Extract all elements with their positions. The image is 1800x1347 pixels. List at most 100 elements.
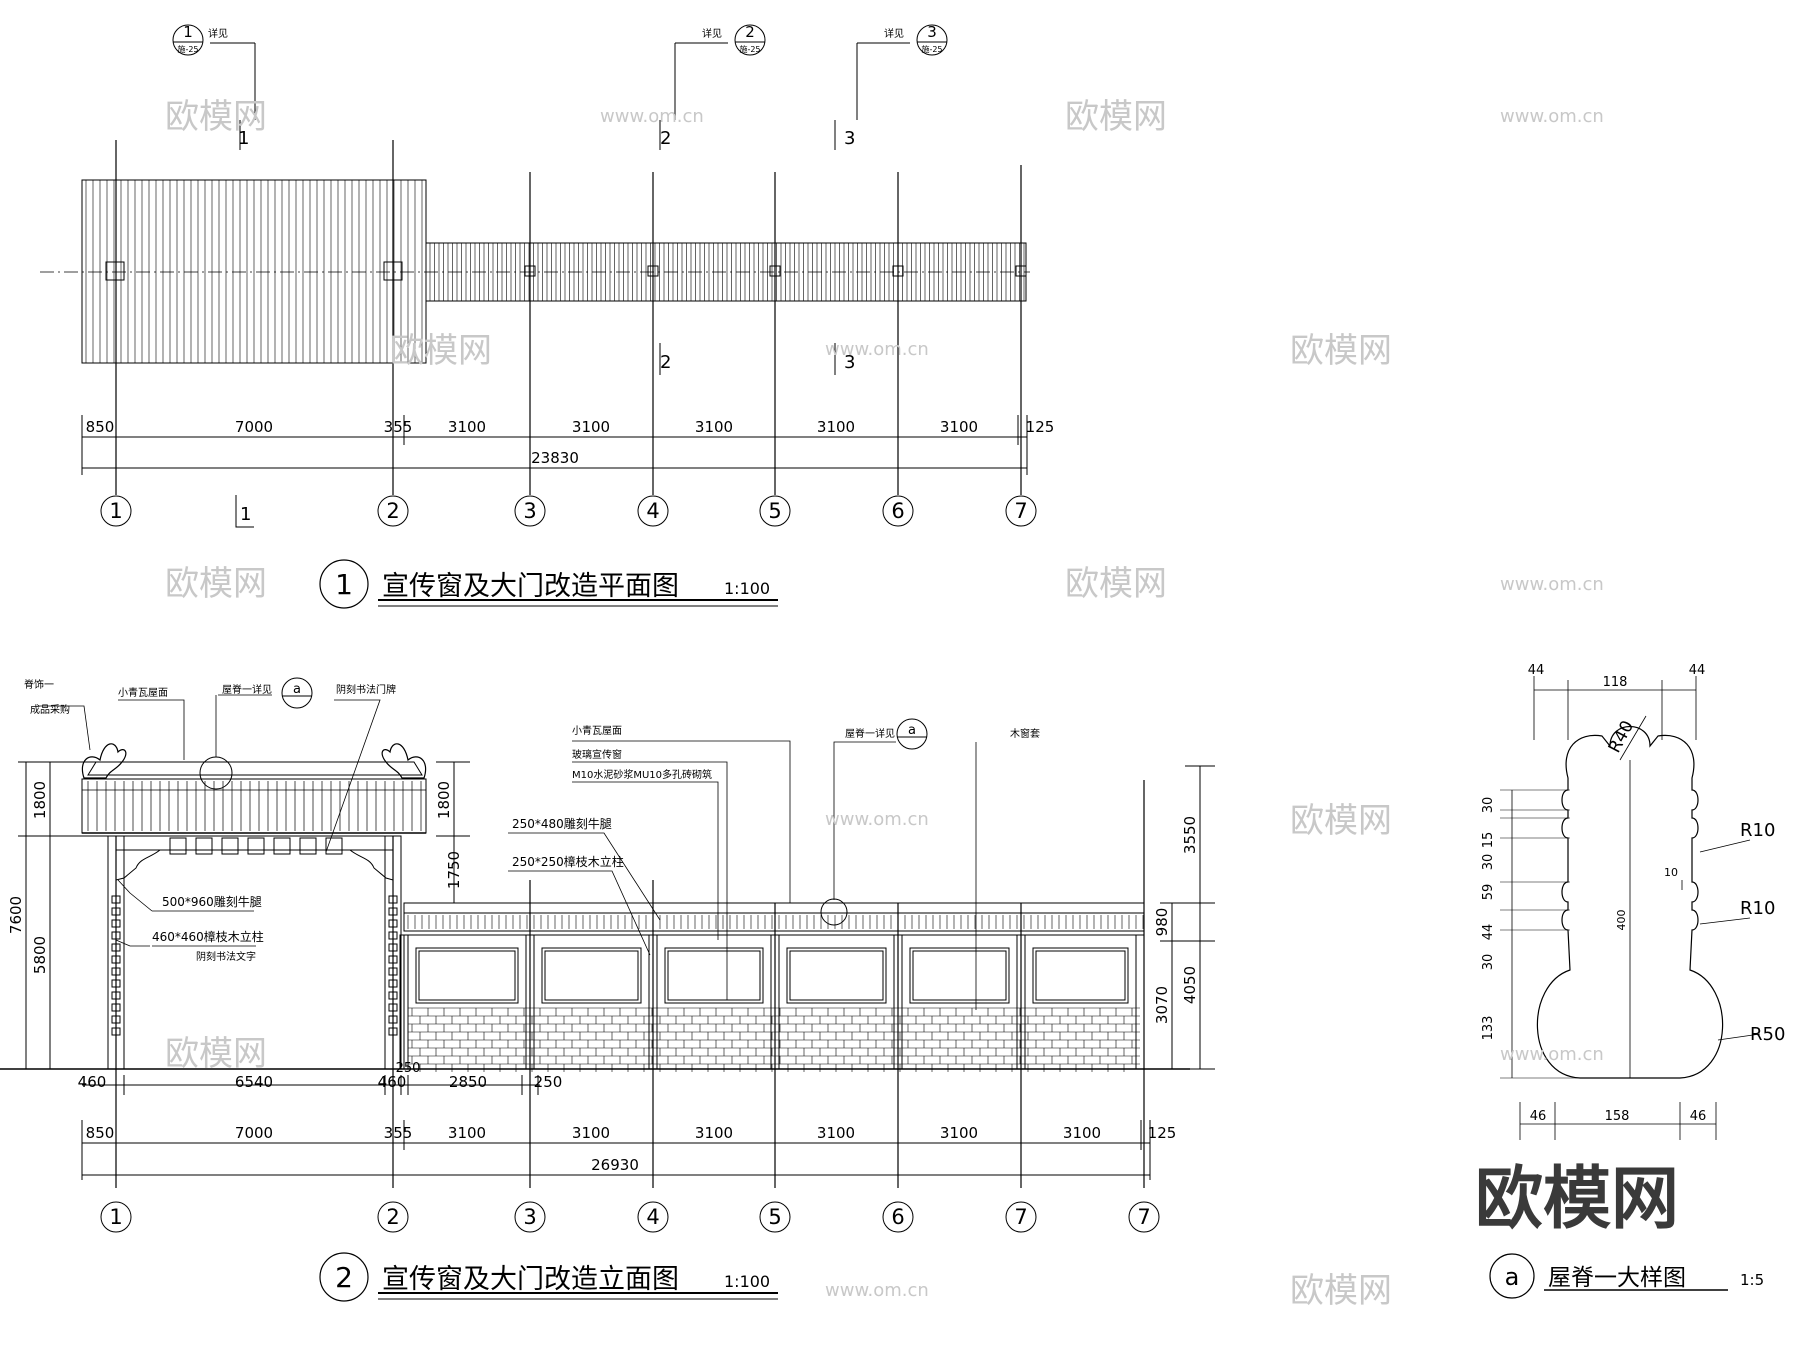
- elev-axis-circle: [759, 1201, 791, 1233]
- watermark: www.om.cn: [825, 809, 929, 830]
- elev-gate-roof-ridge: [87, 761, 423, 776]
- elev-axis-circle: [377, 1201, 409, 1233]
- plan-dim: 3100: [940, 418, 978, 436]
- watermark: www.om.cn: [1500, 574, 1604, 595]
- glass-window-inner: [667, 950, 761, 1001]
- label-ridge-ref-circle-2: a: [908, 723, 916, 738]
- elev-axis-label: 7: [1014, 1205, 1027, 1229]
- plan-callout-sheet-3: 施-25: [921, 44, 942, 54]
- plan-callout-sheet-1: 施-25: [177, 44, 198, 54]
- watermark: 欧模网: [165, 97, 267, 137]
- label-ridge-ref: 屋脊一详见: [222, 683, 272, 696]
- plan-axis-circle: [759, 495, 791, 527]
- watermark: 欧模网: [1290, 331, 1392, 371]
- elev-axis-lines: [115, 780, 1145, 1188]
- ridge-detail: [1489, 676, 1761, 1299]
- plan-dim: 3100: [572, 418, 610, 436]
- plan-dim: 125: [1026, 418, 1055, 436]
- detail-title-circle: [1489, 1253, 1535, 1299]
- plan-section-mark: 3: [844, 128, 855, 149]
- plan-callout-sheet-2: 施-25: [739, 44, 760, 54]
- plan-dim: 7000: [235, 418, 273, 436]
- plan-callout-circle: [172, 24, 204, 56]
- label-brick-wall: M10水泥砂浆MU10多孔砖砌筑: [572, 768, 712, 781]
- elev-ref-circle: [896, 718, 928, 750]
- detail-title: 屋脊一大样图: [1548, 1265, 1686, 1291]
- plan-axis-circle: [637, 495, 669, 527]
- elev-dim-row1: 125: [1148, 1124, 1177, 1142]
- elev-gate-brace-right: [348, 849, 394, 881]
- label-column-b: 250*250樟枝木立柱: [512, 854, 624, 869]
- elev-brick-wall: [408, 1007, 1140, 1072]
- elev-dim-row0: 250: [396, 1061, 421, 1076]
- elev-dim-row0: 250: [534, 1073, 563, 1091]
- plan-axis-circle: [514, 495, 546, 527]
- plan-axis-label: 1: [109, 499, 122, 523]
- plan-dim: 850: [86, 418, 115, 436]
- plan-section-mark: 2: [660, 352, 671, 373]
- ridge-ornament-left: [81, 743, 127, 779]
- elev-axis-circle: [1128, 1201, 1160, 1233]
- brand-logo: 欧模网: [1475, 1160, 1679, 1239]
- label-column-a: 460*460樟枝木立柱: [152, 929, 264, 944]
- elev-title-circle: [319, 1252, 369, 1302]
- elev-title: 宣传窗及大门改造立面图: [382, 1264, 679, 1295]
- detail-radius: R40: [1605, 717, 1638, 756]
- glass-window: [541, 947, 642, 1004]
- elev-vdim: 4050: [1181, 966, 1199, 1004]
- plan-axis-label: 7: [1014, 499, 1027, 523]
- plan-callout-leaders: [210, 42, 910, 528]
- elev-dim-row1: 3100: [695, 1124, 733, 1142]
- detail-radius: R10: [1740, 898, 1775, 919]
- elev-leaders: [38, 694, 977, 1010]
- ridge-detail-text: 44 118 44 46 158 46 30 15 30 59 44 30 13…: [1481, 663, 1785, 1291]
- glass-window: [786, 947, 887, 1004]
- elev-gate-roof-tiles: [82, 781, 426, 831]
- glass-window: [664, 947, 764, 1004]
- plan-column: [105, 261, 125, 281]
- plan-axis-circle: [882, 495, 914, 527]
- elev-glass-windows: [415, 947, 1129, 1004]
- plan-axis-circle: [377, 495, 409, 527]
- elev-axis-label: 5: [768, 1205, 781, 1229]
- watermark: 欧模网: [1065, 564, 1167, 604]
- detail-left-dim: 30: [1481, 954, 1496, 971]
- watermark: 欧模网: [1290, 1271, 1392, 1311]
- plan-gate-roof-hatch: [85, 180, 423, 363]
- plan-dim-total: 23830: [531, 449, 579, 467]
- plan-dim: 3100: [817, 418, 855, 436]
- glass-window-inner: [418, 950, 516, 1001]
- elev-corridor-eave: [403, 912, 1145, 932]
- plan-axis-label: 6: [891, 499, 904, 523]
- elev-vdim: 1800: [435, 781, 453, 819]
- label-ridge-decor: 脊饰一: [24, 678, 54, 691]
- detail-title-num: a: [1505, 1263, 1520, 1291]
- detail-top-dim: 44: [1528, 663, 1545, 678]
- plan-axis-lines: [115, 140, 1022, 495]
- detail-bottom-dim: 158: [1605, 1109, 1630, 1124]
- elev-vdims: [18, 761, 1215, 1070]
- elev-corridor-roof: [403, 902, 1145, 914]
- plan-dim: 3100: [695, 418, 733, 436]
- elev-gate-lintel-panels: [169, 837, 343, 855]
- plan-axis-circle: [100, 495, 132, 527]
- plan-callout-num-3: 3: [927, 23, 937, 41]
- detail-small-dim: 10: [1664, 866, 1678, 879]
- watermark: 欧模网: [165, 564, 267, 604]
- glass-window-inner: [912, 950, 1007, 1001]
- elev-dim-row1: 3100: [572, 1124, 610, 1142]
- watermark: 欧模网: [165, 1034, 267, 1074]
- elev-dim-row1: 355: [384, 1124, 413, 1142]
- elev-axis-label: 7: [1137, 1205, 1150, 1229]
- elev-dim-row0: 460: [378, 1073, 407, 1091]
- plan-callout-ref-1: 详见: [208, 27, 228, 40]
- elev-axis-circle: [1005, 1201, 1037, 1233]
- watermark: www.om.cn: [1500, 106, 1604, 127]
- plan-title-num: 1: [335, 568, 353, 601]
- plan-axis-circle: [1005, 495, 1037, 527]
- plan-callout-num-2: 2: [745, 23, 755, 41]
- label-plaque: 阴刻书法门牌: [336, 683, 396, 696]
